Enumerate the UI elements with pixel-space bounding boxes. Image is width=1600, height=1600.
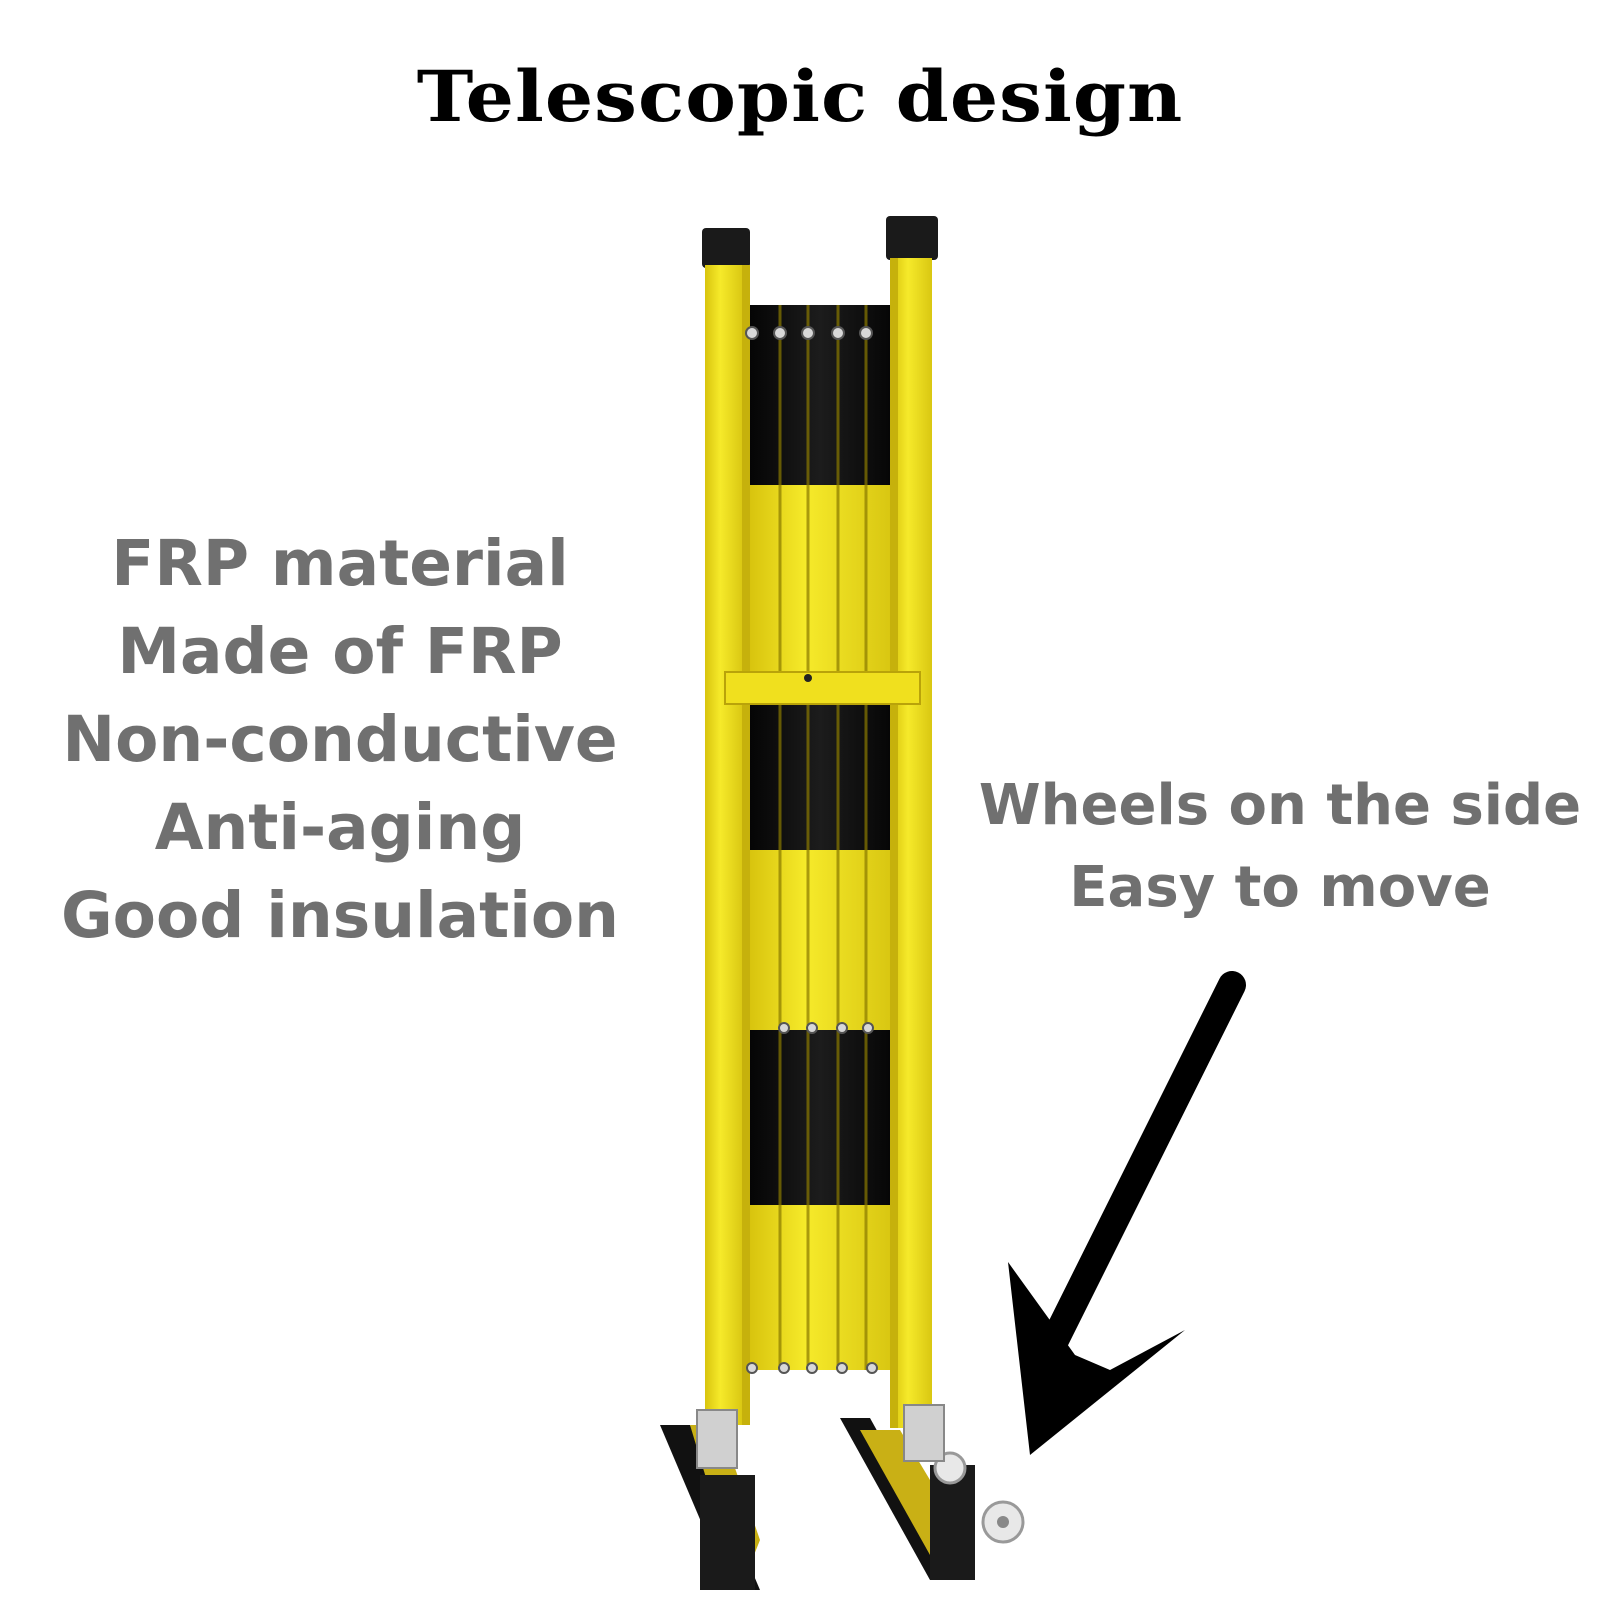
feature-list: FRP material Made of FRP Non-conductive …: [20, 520, 660, 960]
feature-item: Anti-aging: [154, 791, 526, 864]
feature-item: Made of FRP: [117, 615, 563, 688]
left-post: [702, 228, 750, 1425]
right-post: [886, 216, 938, 1428]
feature-item: Non-conductive: [62, 703, 618, 776]
page-title: Telescopic design: [416, 55, 1184, 138]
wheel-note-line-1: Wheels on the side: [978, 773, 1582, 838]
wheel-note: Wheels on the side Easy to move: [965, 765, 1595, 929]
telescopic-slats: [724, 305, 921, 1374]
wheel-note-line-2: Easy to move: [1069, 855, 1491, 920]
barrier-feet: [660, 1418, 1025, 1590]
foot-brackets: [696, 1404, 945, 1469]
feature-item: FRP material: [111, 527, 569, 600]
feature-item: Good insulation: [60, 879, 620, 952]
